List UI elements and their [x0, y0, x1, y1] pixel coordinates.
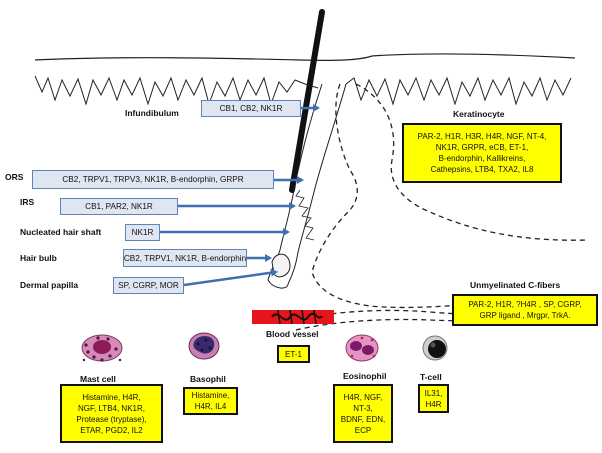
label-hair-bulb: Hair bulb — [20, 253, 57, 263]
receptor-box-hair-bulb: CB2, TRPV1, NK1R, B-endorphin — [123, 249, 247, 267]
mast-cell-icon — [81, 334, 123, 362]
keratinocyte-box: PAR-2, H1R, H3R, H4R, NGF, NT-4, NK1R, G… — [402, 123, 562, 183]
basophil-box: Histamine, H4R, IL4 — [183, 387, 238, 415]
blood-vessel-box: ET-1 — [277, 345, 310, 363]
mast-cell-box: Histamine, H4R, NGF, LTB4, NK1R, Proteas… — [60, 384, 163, 443]
t-cell-icon — [422, 335, 448, 361]
t-cell-box: IL31, H4R — [418, 384, 449, 413]
label-unmyelinated-c-fibers: Unmyelinated C-fibers — [470, 280, 561, 290]
label-basophil: Basophil — [190, 374, 226, 384]
receptor-box-irs: CB1, PAR2, NK1R — [60, 198, 178, 215]
hair-shaft — [289, 9, 325, 193]
basophil-icon — [188, 332, 220, 360]
eosinophil-box: H4R, NGF, NT-3, BDNF, EDN, ECP — [333, 384, 393, 443]
blood-vessel — [252, 309, 334, 325]
receptor-box-nucleated-hair-shaft: NK1R — [125, 224, 160, 241]
label-keratinocyte: Keratinocyte — [453, 109, 505, 119]
label-irs: IRS — [20, 197, 35, 207]
arrows — [160, 104, 320, 287]
c-fibers-box: PAR-2, H1R, ?H4R , SP, CGRP, GRP ligand … — [452, 294, 598, 326]
label-nucleated-hair-shaft: Nucleated hair shaft — [20, 227, 102, 237]
receptor-box-ors: CB2, TRPV1, TRPV3, NK1R, B-endorphin, GR… — [32, 170, 274, 189]
skin-surface — [34, 53, 576, 106]
eosinophil-icon — [345, 334, 379, 362]
label-eosinophil: Eosinophil — [343, 371, 387, 381]
label-blood-vessel: Blood vessel — [266, 329, 319, 339]
receptor-box-infundibulum: CB1, CB2, NK1R — [201, 100, 301, 117]
label-dermal-papilla: Dermal papilla — [20, 280, 79, 290]
receptor-box-dermal-papilla: SP, CGRP, MOR — [113, 277, 184, 294]
arrow-dermal-papilla — [183, 268, 278, 287]
label-ors: ORS — [5, 172, 24, 182]
label-t-cell: T-cell — [420, 372, 442, 382]
label-mast-cell: Mast cell — [80, 374, 116, 384]
label-infundibulum: Infundibulum — [125, 108, 179, 118]
